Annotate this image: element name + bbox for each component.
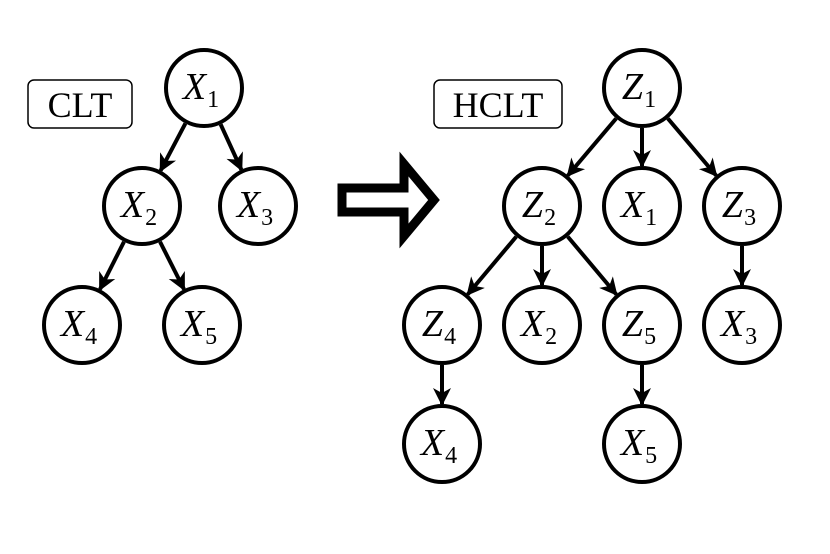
node-label: Z4 xyxy=(422,303,456,350)
node-circle xyxy=(702,285,782,365)
node-label: X1 xyxy=(619,184,657,231)
node-label: Z2 xyxy=(522,184,556,231)
hclt-label-box xyxy=(433,79,563,129)
clt-label: CLT xyxy=(27,79,133,129)
hclt-edge-z2-z4 xyxy=(466,235,518,296)
node-label: X4 xyxy=(419,422,457,469)
hclt-node-z2: Z2 xyxy=(502,166,582,246)
node-circle xyxy=(218,166,298,246)
node-circle xyxy=(42,285,122,365)
node-label: Z5 xyxy=(622,303,656,350)
clt-label-text: CLT xyxy=(48,85,113,125)
edges xyxy=(98,117,751,406)
transform-arrow-icon xyxy=(337,151,440,249)
hclt-edge-z2-z5 xyxy=(566,235,618,296)
node-label: X1 xyxy=(181,66,219,113)
node-circle xyxy=(602,285,682,365)
node-label: X3 xyxy=(719,303,757,350)
hclt-node-z1: Z1 xyxy=(602,48,682,128)
node-label: Z1 xyxy=(622,66,656,113)
node-circle xyxy=(602,48,682,128)
node-label: X3 xyxy=(235,184,273,231)
node-circle xyxy=(502,285,582,365)
clt-edge-x1-x3 xyxy=(218,123,244,172)
hclt-label-text: HCLT xyxy=(453,85,544,125)
clt-node-x4: X4 xyxy=(42,285,122,365)
node-circle xyxy=(102,166,182,246)
hclt-node-z3: Z3 xyxy=(702,166,782,246)
clt-node-x2: X2 xyxy=(102,166,182,246)
node-label: X2 xyxy=(119,184,157,231)
hclt-edge-z1-z3 xyxy=(666,117,718,178)
clt-edge-x2-x5 xyxy=(158,240,186,292)
node-circle xyxy=(402,404,482,484)
clt-node-x1: X1 xyxy=(164,48,244,128)
node-label: X2 xyxy=(519,303,557,350)
node-label: X5 xyxy=(619,422,657,469)
node-circle xyxy=(702,166,782,246)
hclt-edge-z1-z2 xyxy=(566,117,618,178)
clt-node-x5: X5 xyxy=(162,285,242,365)
clt-edge-x1-x2 xyxy=(158,122,188,173)
node-circle xyxy=(402,285,482,365)
clt-node-x3: X3 xyxy=(218,166,298,246)
node-circle xyxy=(162,285,242,365)
node-circle xyxy=(602,166,682,246)
hclt-node-z5: Z5 xyxy=(602,285,682,365)
hclt-node-hx1: X1 xyxy=(602,166,682,246)
hclt-node-hx3: X3 xyxy=(702,285,782,365)
node-label: X4 xyxy=(59,303,97,350)
hclt-node-hx4: X4 xyxy=(402,404,482,484)
node-label: Z3 xyxy=(722,184,756,231)
node-circle xyxy=(602,404,682,484)
clt-edge-x2-x4 xyxy=(98,240,126,292)
hclt-node-hx5: X5 xyxy=(602,404,682,484)
node-circle xyxy=(502,166,582,246)
node-label: X5 xyxy=(179,303,217,350)
hclt-node-hx2: X2 xyxy=(502,285,582,365)
hclt-node-z4: Z4 xyxy=(402,285,482,365)
clt-label-box xyxy=(27,79,133,129)
hclt-label: HCLT xyxy=(433,79,563,129)
node-circle xyxy=(164,48,244,128)
